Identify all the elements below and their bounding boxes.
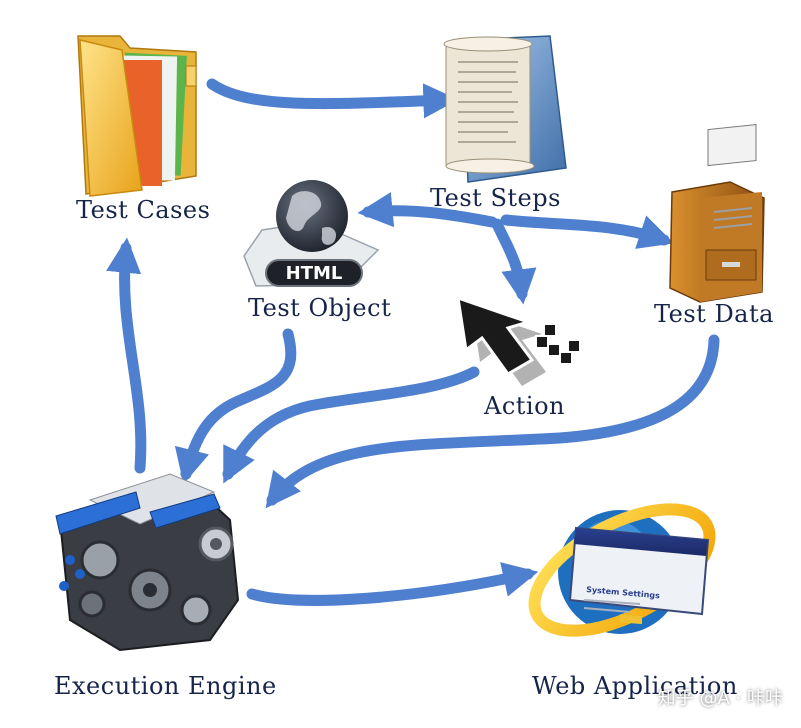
folder-icon — [77, 35, 197, 197]
arrow-steps-to-action — [491, 218, 537, 305]
action-label: Action — [484, 392, 565, 420]
engine-icon — [55, 473, 240, 652]
arrow-steps-to-data — [500, 214, 675, 249]
arrow-object-to-engine — [174, 328, 297, 485]
file-cabinet-icon — [669, 123, 765, 303]
mouse-cursor-icon — [456, 295, 581, 386]
web-app-icon: System Settings — [528, 503, 716, 637]
test-data-label: Test Data — [654, 300, 774, 328]
arrow-data-to-engine — [265, 334, 720, 509]
arrow-action-to-engine — [222, 366, 480, 484]
arrow-engine-to-webapp — [246, 562, 539, 606]
arrow-steps-to-object — [357, 192, 498, 228]
test-cases-label: Test Cases — [76, 196, 211, 224]
html-globe-icon: HTML — [243, 180, 380, 287]
web-application-label: Web Application — [532, 672, 738, 700]
html-badge-text: HTML — [286, 263, 343, 284]
execution-engine-label: Execution Engine — [54, 672, 277, 700]
arrows — [106, 78, 720, 606]
test-object-label: Test Object — [248, 294, 392, 322]
arrow-engine-to-cases — [106, 237, 147, 474]
scroll-document-icon — [443, 35, 567, 183]
test-steps-label: Test Steps — [430, 184, 561, 212]
arrow-cases-to-steps — [206, 78, 459, 119]
watermark: 知乎 @A · 咔咔 — [657, 688, 783, 709]
